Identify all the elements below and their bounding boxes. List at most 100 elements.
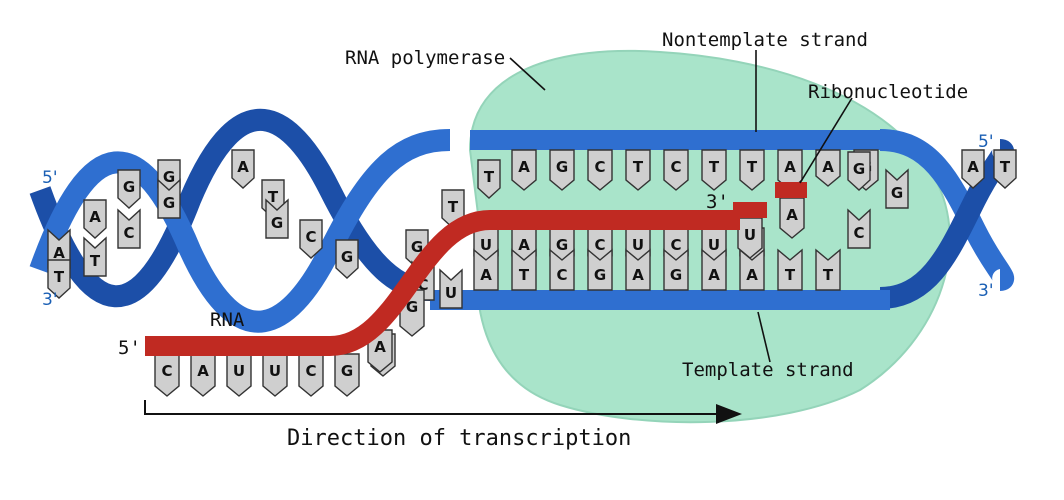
base-tab-shape <box>739 149 765 191</box>
base-letter: C <box>305 362 316 380</box>
base-letter: T <box>633 158 644 176</box>
base-letter: U <box>445 284 457 302</box>
rna-polymerase-label: RNA polymerase <box>345 47 505 69</box>
nontemplate-strand-label: Nontemplate strand <box>662 29 868 51</box>
base-letter: T <box>448 198 459 216</box>
left-helix-base: A <box>231 149 255 189</box>
base-letter: T <box>90 252 101 270</box>
template-base: G <box>663 248 689 291</box>
base-letter: T <box>268 188 279 206</box>
rna-label: RNA <box>210 309 245 331</box>
base-tab-shape <box>993 149 1017 189</box>
base-tab-shape <box>334 353 360 397</box>
rna-strand <box>145 210 740 356</box>
left-helix-base: G <box>117 169 141 209</box>
base-tab-shape <box>83 236 107 277</box>
base-letter: C <box>594 158 605 176</box>
direction-arrow-head <box>716 404 742 424</box>
base-tab-shape <box>477 159 501 199</box>
base-tab-shape <box>335 239 359 279</box>
base-letter: U <box>632 236 644 254</box>
exiting-rna-base: U <box>262 353 288 397</box>
base-letter: G <box>406 298 418 316</box>
base-letter: A <box>197 362 209 380</box>
base-tab-shape <box>367 329 393 373</box>
base-letter: U <box>233 362 245 380</box>
base-letter: C <box>556 266 567 284</box>
base-tab-shape <box>117 208 141 249</box>
base-letter: U <box>480 236 492 254</box>
left-helix-base: T <box>477 159 501 199</box>
base-letter: U <box>708 236 720 254</box>
ribonucleotide-marker <box>775 182 807 198</box>
left-helix-base: G <box>265 198 289 239</box>
base-letter: A <box>632 266 644 284</box>
template-base: T <box>777 248 803 291</box>
base-tab-shape <box>511 149 537 191</box>
left-helix-base: C <box>117 208 141 249</box>
base-letter: G <box>670 266 682 284</box>
base-tab-shape <box>299 219 323 259</box>
base-letter: G <box>556 158 568 176</box>
left-bottom-end-label: 3' <box>42 290 58 310</box>
template-base: T <box>815 248 841 291</box>
base-letter: A <box>518 236 530 254</box>
left-helix-back-strand <box>29 108 431 308</box>
base-letter: A <box>746 266 758 284</box>
base-letter: T <box>747 158 758 176</box>
exiting-rna-base: U <box>226 353 252 397</box>
left-helix-base: A <box>83 199 107 239</box>
base-letter: A <box>53 244 65 262</box>
exiting-rna-base: A <box>367 329 393 373</box>
base-tab-shape <box>701 248 727 291</box>
base-letter: G <box>594 266 606 284</box>
base-tab-shape <box>815 149 841 187</box>
base-letter: U <box>744 226 756 244</box>
base-letter: T <box>709 158 720 176</box>
left-helix-base: G <box>335 239 359 279</box>
template-base: A <box>473 248 499 291</box>
base-letter: C <box>670 158 681 176</box>
left-dna-helix <box>29 108 451 333</box>
base-letter: A <box>786 206 798 224</box>
base-tab-shape <box>83 199 107 239</box>
exiting-rna-base: C <box>154 353 180 397</box>
base-letter: G <box>411 238 423 256</box>
base-letter: A <box>89 208 101 226</box>
right-top-end-label: 5' <box>978 132 994 152</box>
base-letter: T <box>1000 158 1011 176</box>
base-tab-shape <box>439 268 463 309</box>
base-letter: A <box>784 158 796 176</box>
direction-arrow-line <box>144 400 720 415</box>
template-base: A <box>739 248 765 291</box>
base-tab-shape <box>625 248 651 291</box>
left-helix-front-strand <box>29 129 451 333</box>
base-letter: U <box>269 362 281 380</box>
base-letter: A <box>518 158 530 176</box>
template-strand-bar <box>430 290 890 310</box>
base-tab-shape <box>265 198 289 239</box>
template-base: T <box>511 248 537 291</box>
left-helix-base: T <box>83 236 107 277</box>
base-tab-shape <box>231 149 255 189</box>
exiting-rna-base: G <box>334 353 360 397</box>
base-tab-shape <box>701 149 727 191</box>
base-tab-shape <box>847 151 871 191</box>
left-helix-base: G <box>157 178 181 219</box>
base-letter: T <box>785 266 796 284</box>
base-letter: G <box>341 362 353 380</box>
base-tab-shape <box>587 248 613 291</box>
ribonucleotide-label: Ribonucleotide <box>808 81 968 103</box>
base-letter: C <box>670 236 681 254</box>
base-tab-shape <box>815 248 841 291</box>
nontemplate-base: C <box>587 149 613 191</box>
base-tab-shape <box>847 208 871 249</box>
base-letter: A <box>822 158 834 176</box>
base-tab-shape <box>47 259 71 299</box>
base-tab-shape <box>961 149 985 189</box>
nontemplate-base: T <box>701 149 727 191</box>
